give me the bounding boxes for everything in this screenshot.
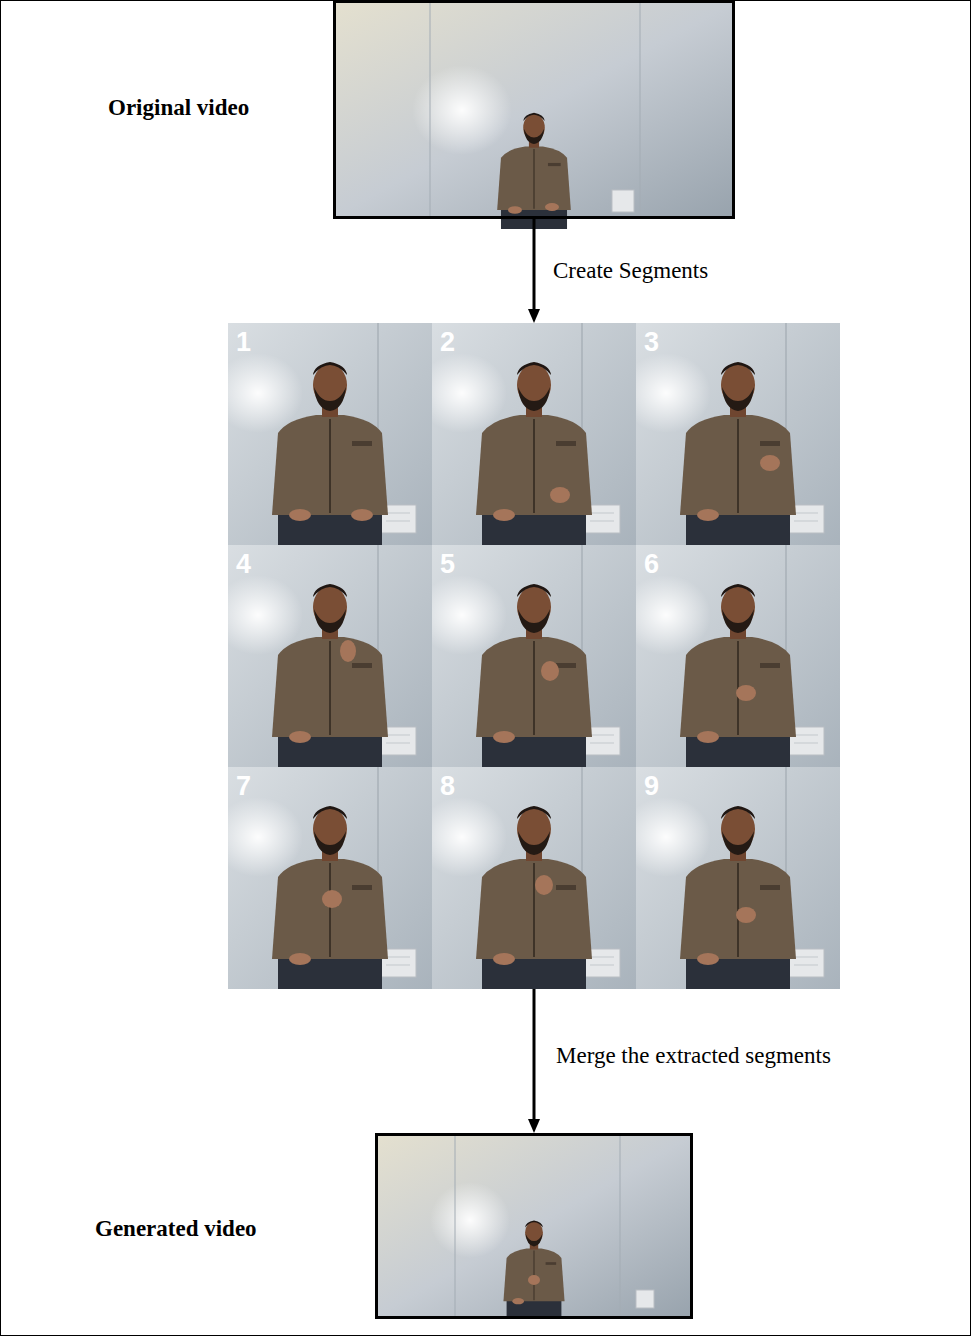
segment-number: 7 [236,771,251,802]
generated-video-picture [376,1136,692,1317]
segment-frames [213,323,840,989]
segment-number: 6 [644,549,659,580]
arrow-head [528,1119,540,1133]
original-video-picture [334,3,734,229]
segment-number: 9 [644,771,659,802]
arrow-label: Merge the extracted segments [554,1043,833,1069]
arrow-head [528,309,540,323]
segment-number: 4 [236,549,251,580]
video-heading: Generated video [95,1216,257,1242]
segment-number: 8 [440,771,455,802]
segment-number: 1 [236,327,251,358]
segment-number: 2 [440,327,455,358]
arrow-line [533,989,536,1121]
segment-frame: 7 [228,767,432,989]
video-box: Generated video [375,1133,693,1319]
segment-frame: 8 [432,767,636,989]
segment-frame: 1 [228,323,432,545]
segment-frame: 2 [432,323,636,545]
segment-frame: 9 [636,767,840,989]
segment-number: 3 [644,327,659,358]
video-box: Original video [333,0,735,219]
arrow-label: Create Segments [551,258,710,284]
segment-frame: 4 [228,545,432,767]
video-heading: Original video [108,95,249,121]
segment-frame: 6 [636,545,840,767]
flow-arrow [528,219,540,323]
arrow-line [533,219,536,311]
segment-number: 5 [440,549,455,580]
flow-arrow [528,989,540,1133]
segment-frame: 5 [432,545,636,767]
segment-frame: 3 [636,323,840,545]
